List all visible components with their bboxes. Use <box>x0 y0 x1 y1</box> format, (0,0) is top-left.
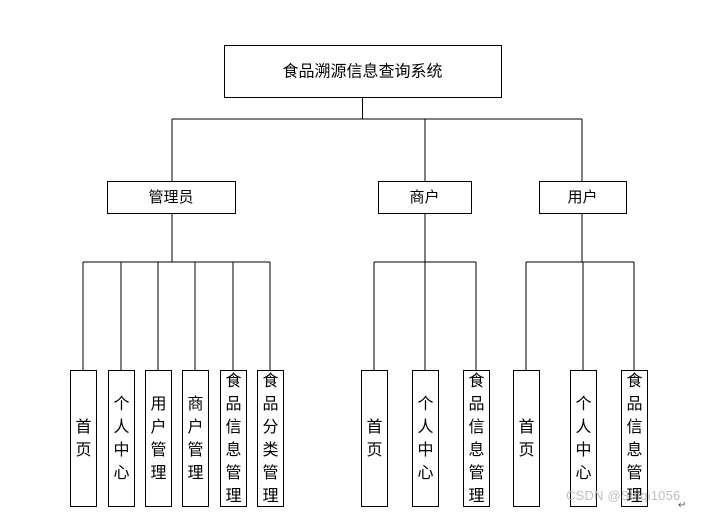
csdn-watermark: CSDN @Shiqi1056 <box>566 488 681 503</box>
role-label-merchant: 商户 <box>409 188 439 206</box>
child-label: 食品信息管理 <box>468 371 484 505</box>
child-node <box>361 370 388 507</box>
child-label: 用户管理 <box>150 394 166 482</box>
connector-lines <box>82 97 635 370</box>
child-label: 首页 <box>518 417 534 459</box>
child-label: 首页 <box>75 417 91 459</box>
child-node <box>220 370 247 507</box>
child-label: 首页 <box>366 417 382 459</box>
role-node-admin <box>107 181 236 214</box>
child-node <box>463 370 490 507</box>
root-node <box>224 45 502 98</box>
child-node <box>570 370 597 507</box>
root-label: 食品溯源信息查询系统 <box>282 62 442 81</box>
role-label-admin: 管理员 <box>148 188 193 206</box>
child-node <box>182 370 209 507</box>
child-label: 个人中心 <box>113 394 129 482</box>
child-label: 个人中心 <box>575 394 591 482</box>
child-node <box>70 370 97 507</box>
child-label: 商户管理 <box>187 394 203 482</box>
child-node <box>412 370 439 507</box>
child-node <box>145 370 172 507</box>
child-node <box>257 370 284 507</box>
child-label: 食品信息管理 <box>225 371 241 505</box>
paragraph-mark-icon: ↵ <box>678 500 687 511</box>
child-node <box>513 370 540 507</box>
child-label: 个人中心 <box>417 394 433 482</box>
child-label: 食品分类管理 <box>262 371 278 505</box>
role-label-user: 用户 <box>567 188 597 206</box>
child-node <box>621 370 648 507</box>
child-node <box>108 370 135 507</box>
child-label: 食品信息管理 <box>626 371 642 505</box>
role-node-user <box>539 181 627 214</box>
role-node-merchant <box>378 181 472 214</box>
